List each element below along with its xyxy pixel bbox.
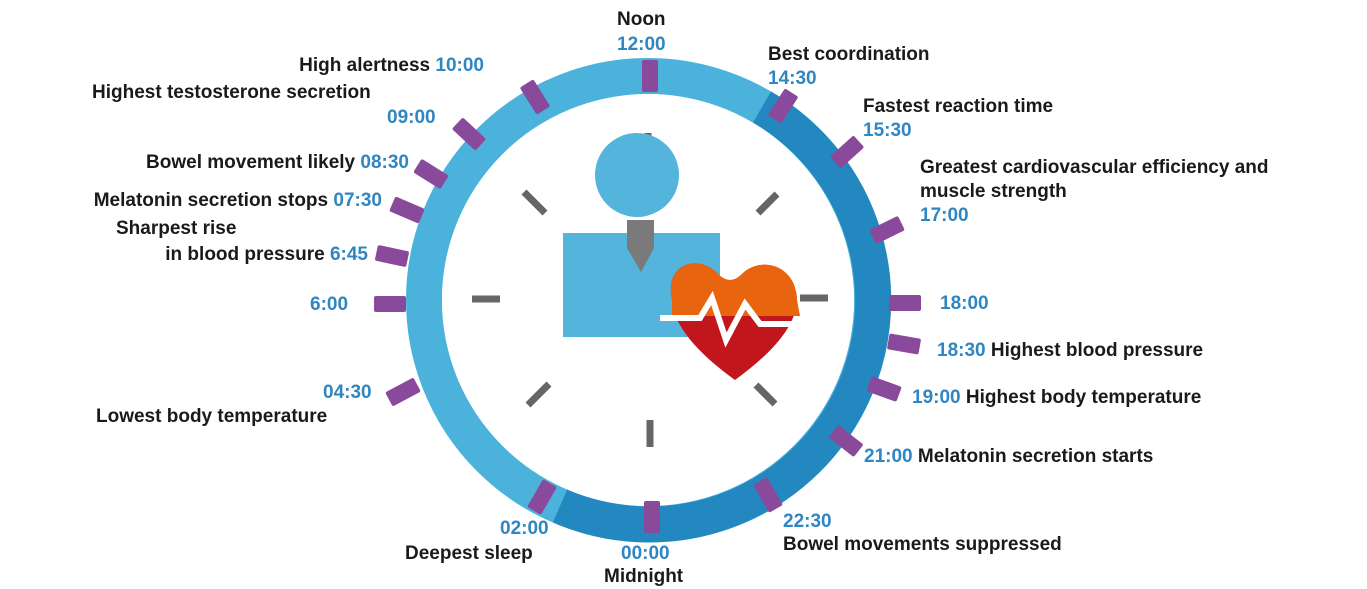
label-0830: Bowel movement likely 08:30 — [146, 151, 409, 174]
tab-1830 — [887, 333, 921, 355]
label-0645: in blood pressure 6:45 — [165, 243, 368, 266]
label-0200-time: 02:00 — [500, 518, 549, 539]
label-0430-text: Lowest body temperature — [96, 406, 328, 427]
label-midnight-text: Midnight — [604, 566, 684, 587]
label-1900-time: 19:00 — [912, 387, 961, 408]
tick-11 — [521, 189, 548, 216]
tab-2230 — [753, 477, 783, 513]
label-0900-time: 09:00 — [387, 107, 436, 128]
label-1800-time: 18:00 — [940, 293, 989, 314]
tab-noon — [642, 60, 658, 92]
time-noon: 12:00 — [617, 34, 666, 55]
tab-0730 — [389, 197, 425, 223]
label-1830-time: 18:30 — [937, 340, 986, 361]
label-2100-text: Melatonin secretion starts — [917, 446, 1154, 467]
tab-1000 — [520, 79, 550, 115]
label-1000: High alertness 10:00 — [299, 54, 484, 77]
pulse-line-icon — [660, 290, 800, 348]
marker-tabs — [374, 60, 921, 533]
label-1830: 18:30 Highest blood pressure — [937, 339, 1203, 362]
label-1700-line1: Greatest cardiovascular efficiency and — [920, 157, 1269, 178]
label-2230-text: Bowel movements suppressed — [783, 534, 1062, 555]
label-1700-line2: muscle strength — [920, 181, 1067, 202]
tab-0900 — [452, 118, 486, 150]
label-0200-text: Deepest sleep — [405, 543, 533, 564]
clock-ring-dark-arc — [552, 91, 892, 543]
tab-0430 — [385, 378, 421, 406]
label-0430-time: 04:30 — [323, 382, 372, 403]
tick-1 — [755, 191, 780, 216]
label-0830-text: Bowel movement likely — [146, 152, 356, 173]
label-0600-time: 6:00 — [310, 294, 349, 315]
label-0645-time: 6:45 — [329, 244, 368, 265]
label-noon: Noon — [617, 9, 666, 30]
label-0730: Melatonin secretion stops 07:30 — [94, 189, 382, 212]
label-1700-time: 17:00 — [920, 205, 969, 226]
tab-1430 — [768, 88, 798, 124]
label-1430-text: Best coordination — [768, 44, 930, 65]
label-1430-time: 14:30 — [768, 68, 817, 89]
label-0900-text: Highest testosterone secretion — [92, 82, 371, 103]
tab-0600 — [374, 296, 406, 312]
tick-4 — [753, 382, 778, 407]
heart-icon — [660, 263, 800, 380]
label-1530-time: 15:30 — [863, 120, 912, 141]
tab-0830 — [413, 159, 449, 189]
label-1000-time: 10:00 — [435, 55, 484, 76]
label-0830-time: 08:30 — [360, 152, 409, 173]
label-midnight-time: 00:00 — [621, 543, 670, 564]
label-2100-time: 21:00 — [864, 446, 913, 467]
label-1000-text: High alertness — [299, 55, 431, 76]
label-0730-text: Melatonin secretion stops — [93, 190, 329, 211]
label-0645-line1: Sharpest rise — [116, 218, 237, 239]
label-1900: 19:00 Highest body temperature — [912, 386, 1201, 409]
tab-1900 — [866, 376, 902, 402]
label-0645-text: in blood pressure — [165, 244, 325, 265]
label-1830-text: Highest blood pressure — [990, 340, 1204, 361]
tab-1530 — [830, 136, 864, 168]
label-0730-time: 07:30 — [333, 190, 382, 211]
tab-midnight — [644, 501, 660, 533]
label-1900-text: Highest body temperature — [965, 387, 1202, 408]
label-2230-time: 22:30 — [783, 511, 832, 532]
tab-0645 — [375, 245, 409, 267]
tick-8 — [525, 381, 552, 408]
label-1530-text: Fastest reaction time — [863, 96, 1054, 117]
label-2100: 21:00 Melatonin secretion starts — [864, 445, 1153, 468]
tab-2100 — [829, 425, 863, 457]
tab-1700 — [869, 216, 905, 244]
tab-0200 — [527, 479, 557, 515]
tab-1800 — [889, 295, 921, 311]
